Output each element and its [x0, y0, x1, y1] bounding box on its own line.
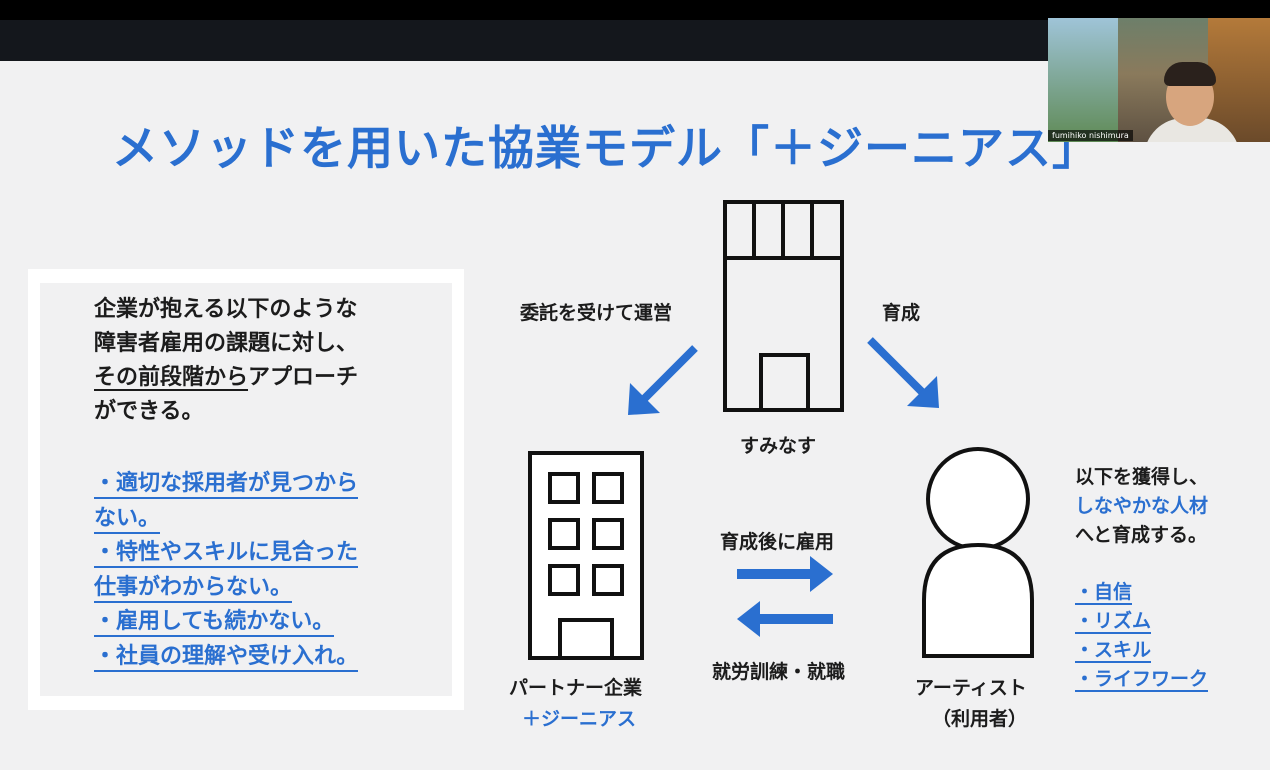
issue-line: 仕事がわからない。 [94, 574, 293, 603]
benefit-item: ・スキル [1075, 636, 1208, 665]
issue-line: ・適切な採用者が見つから [94, 471, 359, 499]
benefit-item: ・リズム [1075, 607, 1208, 636]
issue-line: ・社員の理解や受け入れ。 [94, 643, 359, 672]
arrow-right-icon [737, 556, 833, 592]
issue-item: ・社員の理解や受け入れ。 [94, 640, 424, 675]
intro-emphasis: その前段階から [94, 365, 249, 390]
issue-line: ない。 [94, 505, 161, 534]
participant-video-tile[interactable]: fumihiko nishimura [1048, 18, 1270, 142]
video-background-window [1048, 18, 1118, 142]
benefit-text: ・リズム [1075, 610, 1152, 634]
benefit-item: ・ライフワーク [1075, 665, 1209, 694]
job-training-label: 就労訓練・就職 [712, 661, 846, 683]
issue-item: ない。 [94, 502, 424, 537]
arrow-down-left-icon [628, 345, 698, 415]
video-background-shelf [1208, 18, 1270, 142]
issue-line: ・特性やスキルに見合った [94, 540, 359, 568]
commissioned-label: 委託を受けて運営 [520, 302, 673, 324]
artist-note-line-2: しなやかな人材 [1075, 495, 1209, 517]
arrow-down-right-icon [867, 337, 939, 408]
intro-line-3: その前段階からアプローチ [94, 361, 444, 395]
issues-list: ・適切な採用者が見つから ない。 ・特性やスキルに見合った 仕事がわからない。 … [94, 467, 424, 674]
benefit-text: ・ライフワーク [1075, 668, 1209, 692]
intro-text: 企業が抱える以下のような 障害者雇用の課題に対し、 その前段階からアプローチ が… [94, 293, 444, 429]
partner-building-icon [528, 451, 644, 660]
partner-label: パートナー企業 [509, 677, 643, 699]
training-label: 育成 [882, 302, 921, 324]
issue-item: 仕事がわからない。 [94, 571, 424, 606]
issues-panel [40, 283, 452, 696]
suminasu-building-icon [723, 200, 844, 412]
user-label: （利用者） [932, 708, 1028, 730]
participant-name-tag: fumihiko nishimura [1048, 130, 1133, 141]
artist-label: アーティスト [915, 677, 1027, 699]
genius-label: ＋ジーニアス [522, 708, 637, 730]
artist-note-line-1: 以下を獲得し、 [1075, 466, 1209, 488]
intro-line-2: 障害者雇用の課題に対し、 [94, 331, 359, 356]
benefit-text: ・スキル [1075, 639, 1152, 663]
issue-item: ・雇用しても続かない。 [94, 605, 424, 640]
intro-line-4: ができる。 [94, 399, 204, 424]
slide-title: メソッドを用いた協業モデル「＋ジーニアス」 [112, 121, 1099, 175]
intro-line-1: 企業が抱える以下のような [94, 297, 358, 322]
hire-after-label: 育成後に雇用 [720, 531, 835, 553]
issue-line: ・雇用しても続かない。 [94, 609, 335, 637]
issue-item: ・特性やスキルに見合った [94, 536, 424, 571]
intro-line-3-rest: アプローチ [248, 365, 359, 390]
screen-top-bar [0, 0, 1270, 20]
benefit-text: ・自信 [1075, 581, 1133, 605]
issue-item: ・適切な採用者が見つから [94, 467, 424, 502]
benefit-item: ・自信 [1075, 578, 1208, 607]
arrow-left-icon [737, 601, 833, 637]
suminasu-label: すみなす [740, 435, 817, 457]
artist-person-icon [922, 447, 1034, 658]
benefits-list: ・自信 ・リズム ・スキル ・ライフワーク [1075, 578, 1209, 694]
participant-hair [1164, 62, 1216, 86]
artist-note-line-3: へと育成する。 [1075, 524, 1208, 546]
